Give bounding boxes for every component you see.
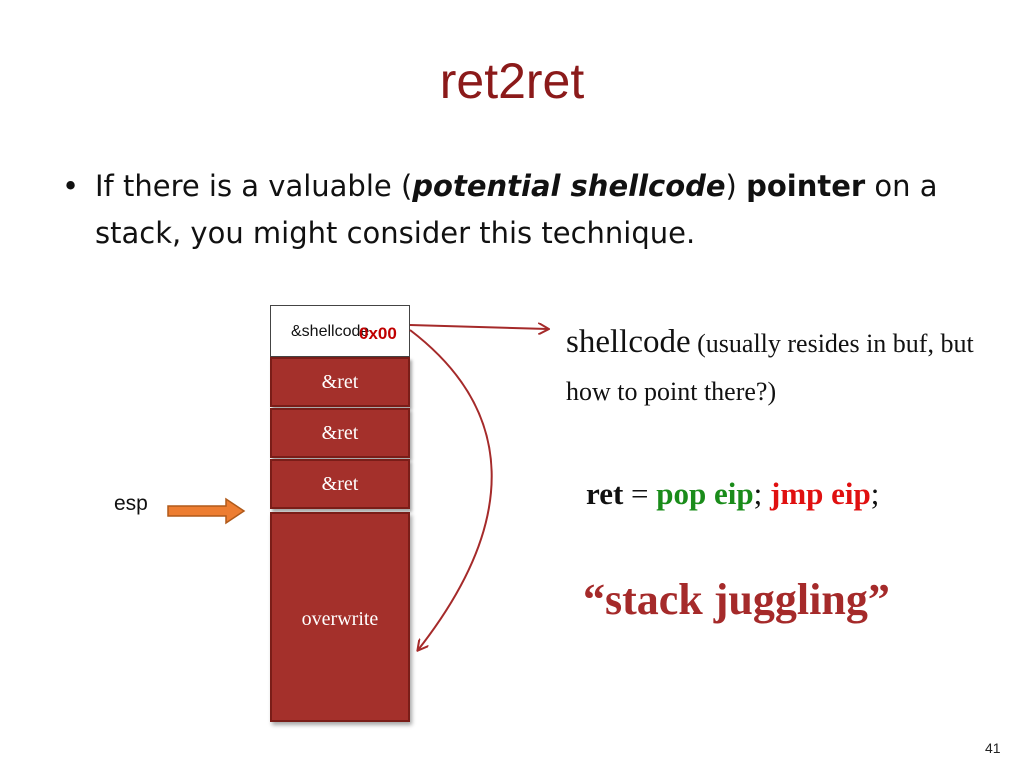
bullet-text-middle: ) [725,169,747,203]
shellcode-note-main: shellcode [566,324,691,360]
stack-juggling-phrase: “stack juggling” [583,575,890,624]
bullet-emphasis: potential shellcode [412,169,726,203]
bullet-dot: • [62,169,80,203]
esp-arrow-icon [167,497,246,525]
equation-sep2: ; [870,476,880,511]
equation-jmp: jmp eip [770,476,871,511]
shellcode-note: shellcode (usually resides in buf, but h… [566,320,1016,418]
bullet-text-before: If there is a valuable ( [95,169,413,203]
equation-sep1: ; [753,476,771,511]
shellcode-note-sub: (usually resides in buf, but how to poin… [566,329,974,406]
null-byte-label: 0x00 [359,324,397,343]
page-number: 41 [985,740,1001,756]
stack-cell-overwrite: overwrite [270,512,410,722]
equation-lhs: ret [586,476,624,511]
esp-label: esp [114,492,148,515]
equation-equals: = [623,476,657,511]
ret-equation: ret = pop eip; jmp eip; [586,476,879,512]
shellcode-pointer-arrow [409,325,548,329]
slide-title: ret2ret [439,53,585,109]
stack-cell-ret-1: &ret [270,357,410,407]
bullet-bold: pointer [746,169,866,203]
stack-cell-ret-3: &ret [270,459,410,509]
curved-return-arrow [409,329,493,650]
equation-pop: pop eip [656,476,754,511]
stack-cell-shellcode-pointer: &shellcode [270,305,410,357]
bullet-text-after: on a stack, you might consider this tech… [95,169,938,250]
stack-cell-ret-2: &ret [270,408,410,458]
bullet-text: If there is a valuable (potential shellc… [95,163,965,257]
